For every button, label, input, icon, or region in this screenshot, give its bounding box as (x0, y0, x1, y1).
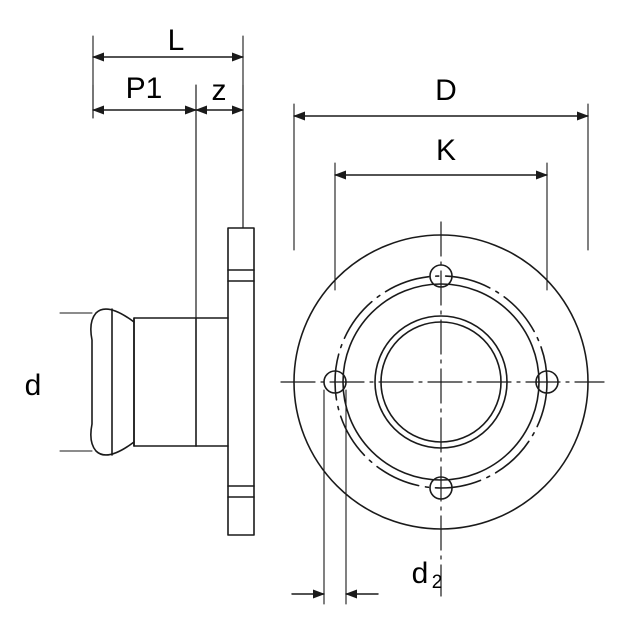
dimension-P1 (92, 84, 197, 319)
dimension-label-D: D (435, 74, 457, 107)
dimension-d (59, 312, 93, 452)
dimension-d2 (291, 389, 379, 605)
centerlines (280, 221, 605, 597)
dimension-label-d2: d (412, 557, 429, 590)
dimension-K (334, 162, 548, 291)
dimension-label-d: d (25, 369, 42, 402)
dimension-z (195, 84, 244, 319)
side-section-view (90, 227, 255, 536)
dimension-D (293, 103, 589, 251)
dimension-label-K: K (436, 134, 456, 167)
dimension-L (92, 35, 244, 229)
dimension-label-L: L (168, 24, 185, 57)
side-body-outline (90, 308, 197, 456)
dimension-label-d2-subscript: 2 (432, 572, 443, 593)
side-hub (195, 317, 229, 447)
dimension-label-P1: P1 (126, 72, 163, 105)
side-flange-plate (227, 227, 255, 536)
dimension-label-z: z (212, 74, 227, 107)
